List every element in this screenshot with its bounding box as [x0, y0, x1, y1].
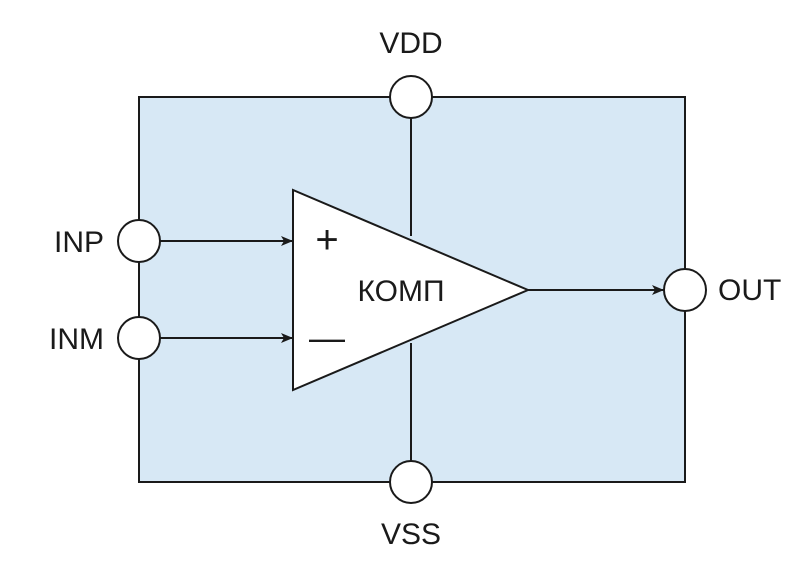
out-label: OUT	[718, 274, 781, 307]
inp-label: INP	[54, 226, 104, 259]
comparator-label: КОМП	[357, 275, 444, 308]
comparator-symbol	[292, 188, 531, 392]
inm-label: INM	[49, 323, 104, 356]
inp-pin[interactable]	[117, 219, 161, 263]
plus-sign: +	[315, 218, 338, 262]
out-pin[interactable]	[663, 268, 707, 312]
inm-pin[interactable]	[117, 316, 161, 360]
vdd-pin[interactable]	[389, 75, 433, 119]
vss-label: VSS	[381, 518, 441, 551]
minus-sign: —	[309, 317, 345, 358]
vss-pin[interactable]	[389, 460, 433, 504]
vdd-label: VDD	[379, 27, 442, 60]
